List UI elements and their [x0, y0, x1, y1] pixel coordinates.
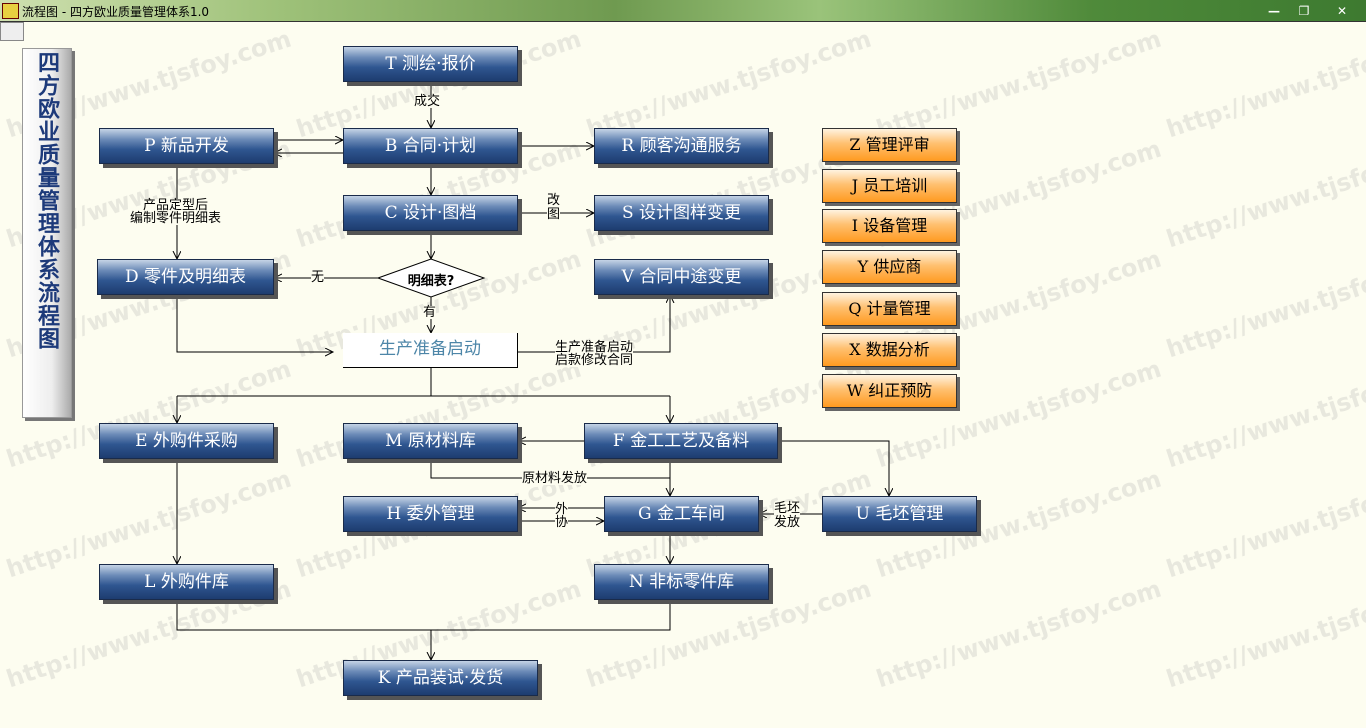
maximize-button[interactable]: ❐: [1298, 4, 1310, 18]
label-contract-1: 生产准备启动: [555, 340, 634, 355]
side-button-equipment[interactable]: I 设备管理: [822, 209, 957, 243]
node-U-blank[interactable]: U 毛坯管理: [822, 496, 977, 532]
label-newprod-2: 编制零件明细表: [130, 211, 222, 226]
label-deal: 成交: [414, 94, 441, 109]
node-P-new-product[interactable]: P 新品开发: [99, 128, 274, 164]
node-K-assembly-ship[interactable]: K 产品装试·发货: [343, 660, 538, 696]
side-button-metrology[interactable]: Q 计量管理: [822, 292, 957, 326]
node-N-nonstandard-stock[interactable]: N 非标零件库: [594, 564, 769, 600]
side-title: 四方欧业质量管理体系流程图: [22, 48, 72, 418]
side-button-supplier[interactable]: Y 供应商: [822, 250, 957, 284]
label-out-1: 外: [555, 502, 569, 517]
side-button-review[interactable]: Z 管理评审: [822, 128, 957, 162]
node-G-workshop[interactable]: G 金工车间: [604, 496, 759, 532]
app-icon: [2, 3, 19, 19]
label-blank-1: 毛坯: [774, 501, 801, 516]
node-F-process[interactable]: F 金工工艺及备料: [584, 423, 778, 459]
side-button-data-analysis[interactable]: X 数据分析: [822, 333, 957, 367]
label-change-1: 改: [547, 193, 561, 208]
label-change-2: 图: [547, 207, 561, 222]
label-yes: 有: [423, 305, 437, 320]
label-blank-2: 发放: [774, 515, 801, 530]
menu-button[interactable]: [0, 22, 24, 41]
minimize-button[interactable]: —: [1268, 4, 1280, 18]
node-S-design-change[interactable]: S 设计图样变更: [594, 195, 769, 231]
label-material: 原材料发放: [522, 471, 588, 486]
decision-diamond: [376, 258, 486, 298]
node-B-contract-plan[interactable]: B 合同·计划: [343, 128, 518, 164]
window-title: 流程图 - 四方欧业质量管理体系1.0: [22, 5, 210, 19]
node-L-purchased-stock[interactable]: L 外购件库: [99, 564, 274, 600]
node-C-design[interactable]: C 设计·图档: [343, 195, 518, 231]
close-button[interactable]: ✕: [1336, 4, 1348, 18]
title-bar: 流程图 - 四方欧业质量管理体系1.0 — ❐ ✕: [0, 0, 1366, 22]
node-V-contract-change[interactable]: V 合同中途变更: [594, 259, 769, 295]
production-start-node[interactable]: 生产准备启动: [343, 333, 518, 368]
node-R-customer-service[interactable]: R 顾客沟通服务: [594, 128, 769, 164]
label-contract-2: 启款修改合同: [555, 353, 634, 368]
label-newprod-1: 产品定型后: [143, 198, 209, 213]
decision-label: 明细表?: [407, 274, 455, 289]
node-M-raw-material[interactable]: M 原材料库: [343, 423, 518, 459]
label-out-2: 协: [555, 515, 569, 530]
side-button-training[interactable]: J 员工培训: [822, 169, 957, 203]
node-T-survey-quote[interactable]: T 测绘·报价: [343, 46, 518, 82]
node-D-parts-list[interactable]: D 零件及明细表: [97, 259, 274, 295]
label-no: 无: [311, 270, 325, 285]
side-button-corrective[interactable]: W 纠正预防: [822, 374, 957, 408]
node-H-outsourcing[interactable]: H 委外管理: [343, 496, 518, 532]
node-E-purchasing[interactable]: E 外购件采购: [99, 423, 274, 459]
